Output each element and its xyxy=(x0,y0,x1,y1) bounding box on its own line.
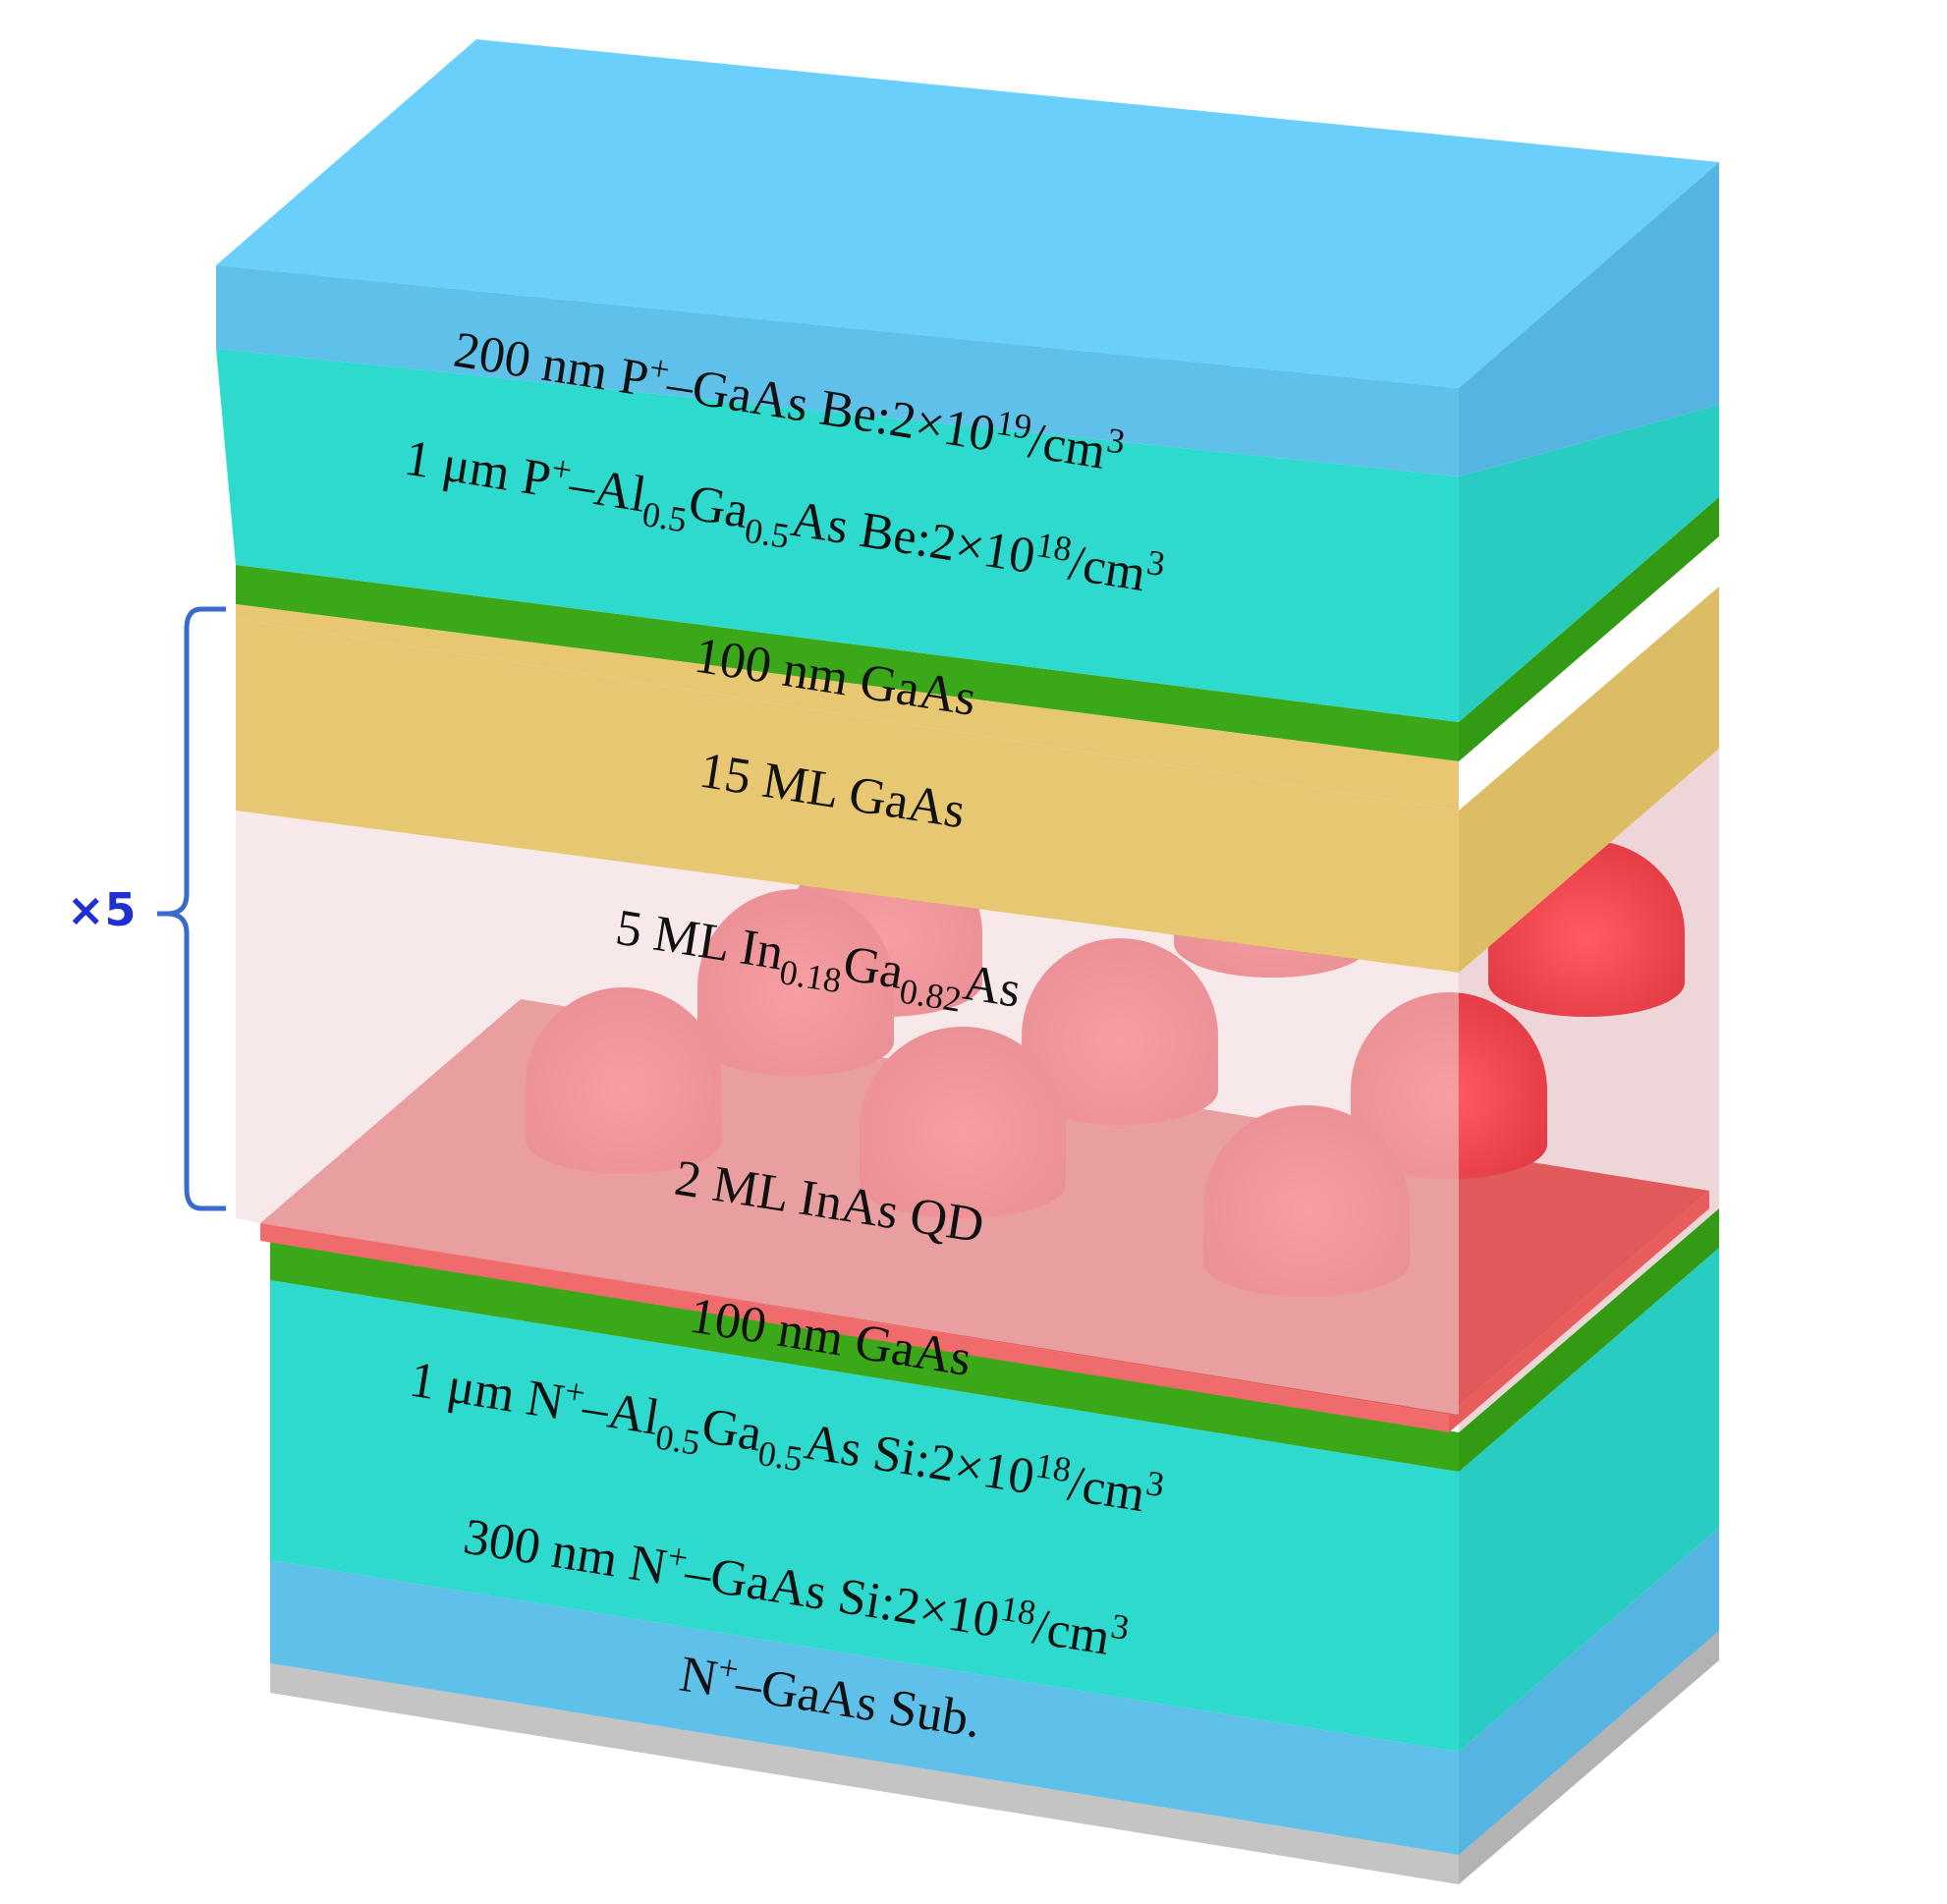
ingaas-front xyxy=(236,811,1459,1415)
substrate-side xyxy=(1459,1631,1719,1884)
lower-gaas-side xyxy=(1459,1208,1719,1472)
gaas-15ml-front xyxy=(236,619,1459,973)
n-gaas-front xyxy=(270,1560,1459,1855)
active-region xyxy=(236,749,1719,1432)
p-algaas-front xyxy=(216,349,1459,722)
repeat-brace: ×5 xyxy=(67,606,226,1211)
upper-gaas-gap xyxy=(236,604,1459,811)
lower-block xyxy=(270,1208,1719,1884)
p-algaas-side xyxy=(1459,405,1719,722)
brace-path xyxy=(157,606,226,1211)
repeat-count-label: ×5 xyxy=(67,883,137,936)
upper-gaas-front xyxy=(236,565,1459,761)
p-gaas-front xyxy=(216,265,1459,476)
p-gaas-top xyxy=(216,39,1719,388)
n-gaas-side xyxy=(1459,1528,1719,1855)
qd-layer-side xyxy=(1449,1191,1709,1432)
lower-gaas-front xyxy=(270,1241,1459,1472)
p-gaas-side xyxy=(1459,162,1719,476)
substrate-front xyxy=(270,1663,1459,1884)
gaas-15ml-side xyxy=(1459,587,1719,973)
qd-layer-front xyxy=(260,1223,1449,1432)
upper-gaas-side xyxy=(1459,497,1719,761)
n-algaas-front xyxy=(270,1280,1459,1752)
upper-block xyxy=(216,39,1719,973)
n-algaas-side xyxy=(1459,1248,1719,1752)
